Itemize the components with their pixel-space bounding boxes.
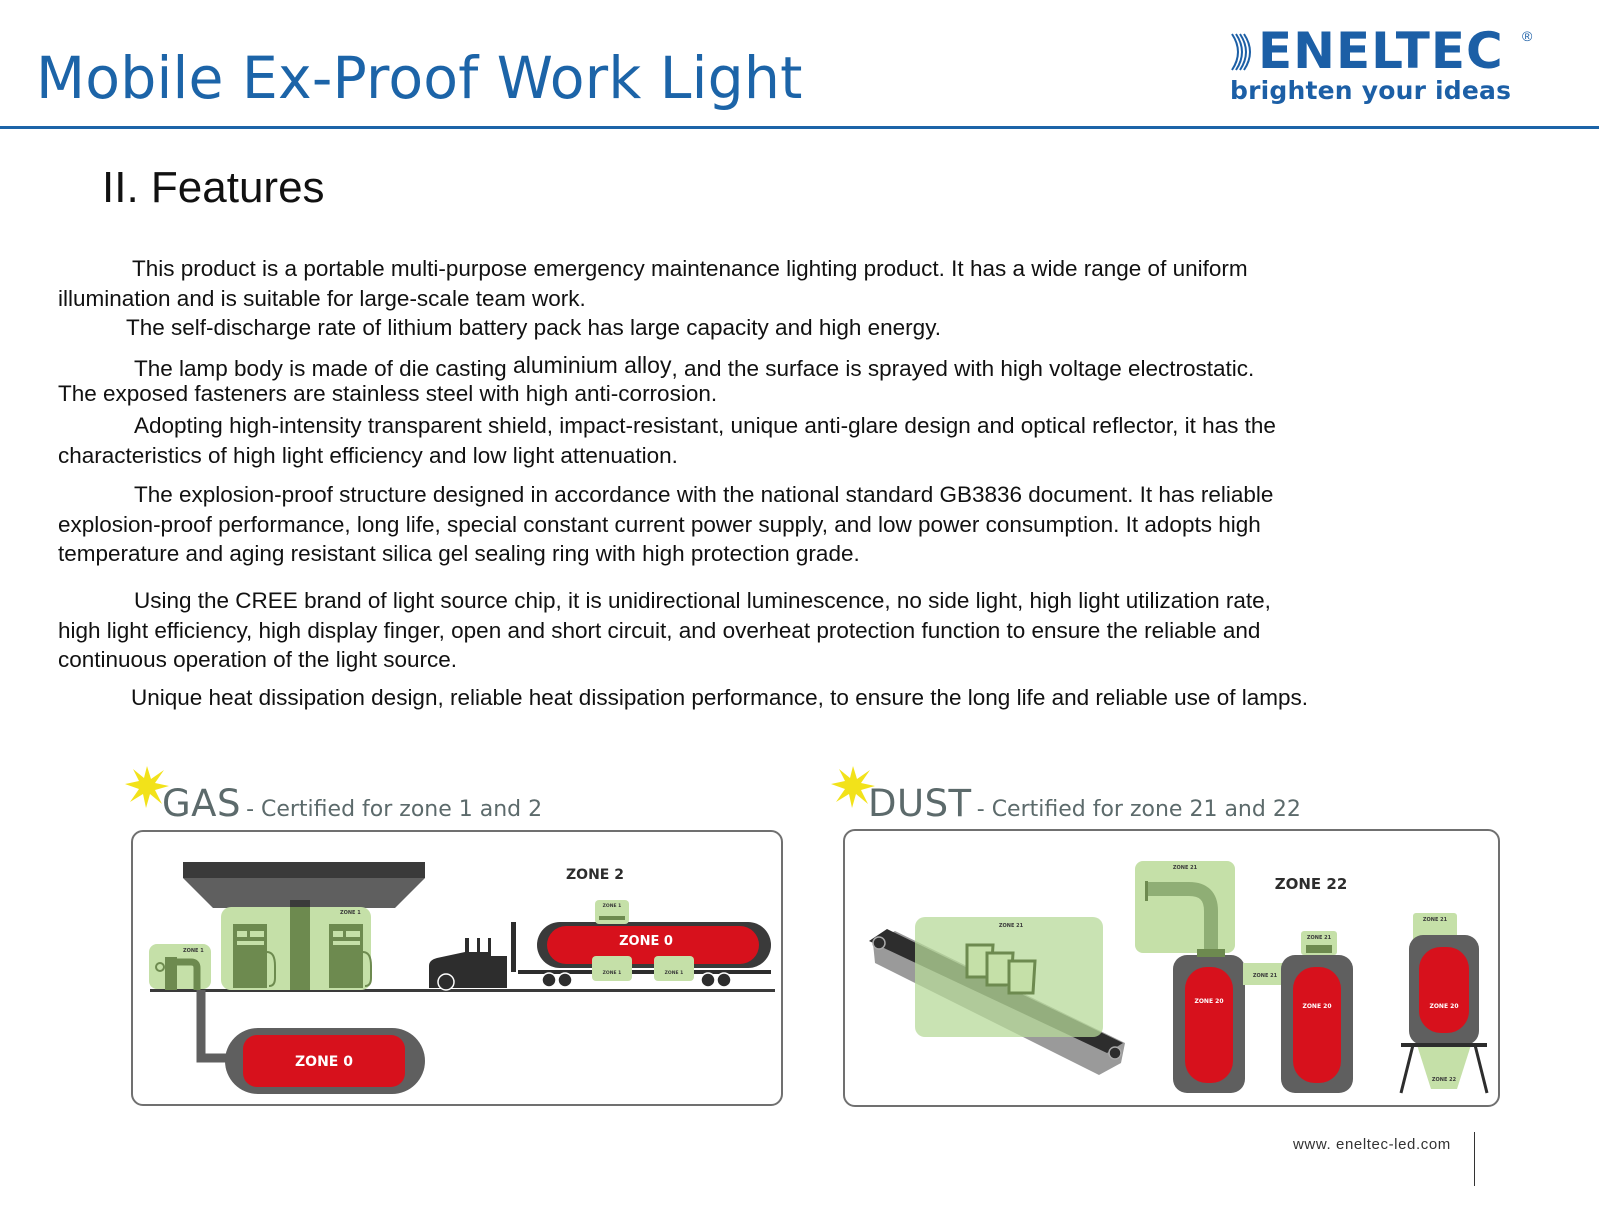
svg-text:ZONE 20: ZONE 20 [1302,1003,1331,1010]
footer-website: www. eneltec-led.com [1293,1136,1451,1153]
page-title: Mobile Ex-Proof Work Light [36,44,803,112]
zone2-label: ZONE 2 [566,867,624,883]
highlight-text: aluminium alloy [512,352,672,378]
svg-text:ZONE 21: ZONE 21 [1253,973,1278,979]
zone0-tank-label: ZONE 0 [295,1054,353,1070]
feature-paragraph: This product is a portable multi-purpose… [58,254,1548,313]
gas-subtitle: - Certified for zone 1 and 2 [246,797,543,822]
paragraph-line: illumination and is suitable for large-s… [58,285,586,311]
logo-brand-name: ENELTEC [1258,22,1504,80]
svg-text:ZONE 21: ZONE 21 [999,923,1024,929]
dust-zone-diagram: ZONE 21 ZONE 21 ZONE 22 ZONE 20 ZONE 21 … [843,829,1500,1107]
svg-text:ZONE 1: ZONE 1 [603,970,622,976]
feature-paragraph: Unique heat dissipation design, reliable… [131,683,1599,713]
feature-paragraph: The explosion-proof structure designed i… [58,480,1548,569]
paragraph-line: explosion-proof performance, long life, … [58,511,1261,537]
zone22-label: ZONE 22 [1275,875,1348,893]
paragraph-line: characteristics of high light efficiency… [58,442,678,468]
svg-text:ZONE 1: ZONE 1 [603,903,622,909]
paragraph-line: Using the CREE brand of light source chi… [134,588,1271,613]
paragraph-line: The self-discharge rate of lithium batte… [126,315,942,340]
svg-text:ZONE 1: ZONE 1 [183,948,204,954]
header-divider [0,126,1599,129]
paragraph-line: The explosion-proof structure designed i… [134,482,1274,507]
spark-star-icon [831,766,875,808]
zone-label: ZONE 1 [340,910,361,916]
paragraph-line: high light efficiency, high display fing… [58,617,1261,643]
dust-subtitle: - Certified for zone 21 and 22 [976,797,1301,822]
logo-tagline: brighten your ideas [1230,76,1512,105]
paragraph-line: This product is a portable multi-purpose… [132,256,1248,281]
dust-diagram-title: DUST - Certified for zone 21 and 22 [868,782,1301,825]
brand-logo: ENELTEC ® brighten your ideas [1230,22,1560,108]
svg-text:ZONE 21: ZONE 21 [1173,865,1198,871]
paragraph-line: , and the surface is sprayed with high v… [671,356,1255,381]
paragraph-line: The exposed fasteners are stainless stee… [58,380,718,406]
logo-wave-icon [1231,33,1251,71]
svg-text:ZONE 1: ZONE 1 [665,970,684,976]
paragraph-line: Unique heat dissipation design, reliable… [131,685,1308,710]
feature-paragraph: The self-discharge rate of lithium batte… [126,313,1599,343]
feature-paragraph: Adopting high-intensity transparent shie… [58,411,1548,470]
dust-facility-illustration: ZONE 21 ZONE 21 ZONE 22 ZONE 20 ZONE 21 … [869,861,1489,1094]
paragraph-line: The lamp body is made of die casting [134,356,513,381]
feature-paragraph: Using the CREE brand of light source chi… [58,586,1548,675]
gas-zone-diagram: ZONE 1 ZONE 1 ZONE 0 ZONE 2 ZONE 0 ZONE … [131,830,783,1106]
svg-text:ZONE 20: ZONE 20 [1429,1003,1458,1010]
svg-text:ZONE 22: ZONE 22 [1432,1077,1457,1083]
paragraph-line: continuous operation of the light source… [58,647,458,672]
gas-diagram-title: GAS - Certified for zone 1 and 2 [162,782,542,825]
dust-title: DUST [868,782,972,825]
svg-text:ZONE 20: ZONE 20 [1194,998,1223,1005]
gas-station-illustration: ZONE 1 ZONE 1 ZONE 0 ZONE 2 ZONE 0 ZONE … [149,862,775,1094]
paragraph-line: Adopting high-intensity transparent shie… [134,413,1276,438]
registered-mark: ® [1522,28,1533,44]
svg-text:ZONE 21: ZONE 21 [1307,935,1332,941]
spark-star-icon [125,766,169,808]
zone0-truck-label: ZONE 0 [619,934,673,949]
paragraph-line: temperature and aging resistant silica g… [58,541,860,566]
gas-title: GAS [162,782,241,825]
svg-text:ZONE 21: ZONE 21 [1423,917,1448,923]
section-heading: II. Features [102,163,325,212]
footer-divider [1474,1132,1475,1186]
feature-paragraph: The lamp body is made of die casting alu… [58,351,1548,413]
